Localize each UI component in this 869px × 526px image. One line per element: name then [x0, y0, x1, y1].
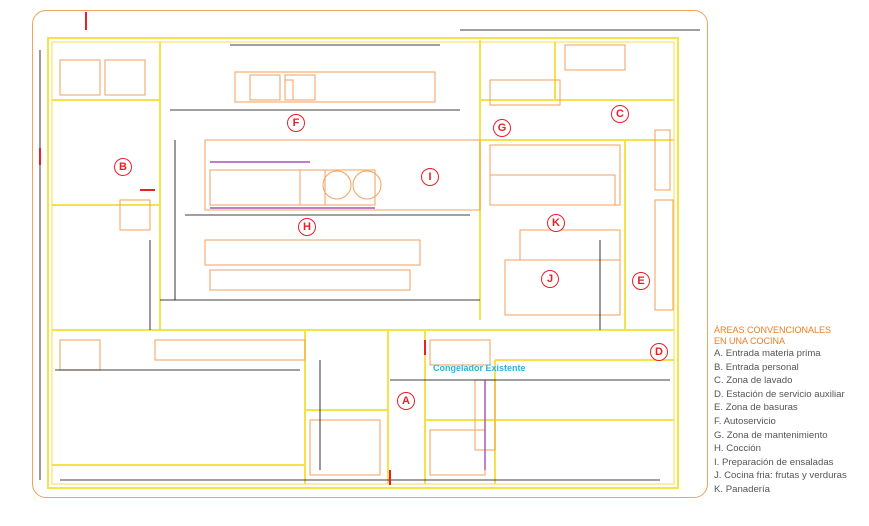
- legend-item: F. Autoservicio: [714, 415, 776, 427]
- marker-d: D: [650, 343, 668, 361]
- room-label-congelador: Congelador Existente: [433, 363, 526, 373]
- legend-item: A. Entrada materia prima: [714, 348, 821, 359]
- legend-item: D. Estación de servicio auxiliar: [714, 388, 845, 400]
- marker-c: C: [611, 105, 629, 123]
- legend-item: C. Zona de lavado: [714, 375, 793, 387]
- equipment: [59, 44, 674, 476]
- marker-e: E: [632, 272, 650, 290]
- marker-h: H: [298, 218, 316, 236]
- legend: ÁREAS CONVENCIONALES EN UNA COCINA A. En…: [714, 325, 869, 497]
- legend-title-line2: EN UNA COCINA: [714, 336, 786, 346]
- legend-item: H. Cocción: [714, 443, 761, 455]
- marker-j: J: [541, 270, 559, 288]
- marker-b: B: [114, 158, 132, 176]
- marker-g: G: [493, 119, 511, 137]
- legend-item: G. Zona de mantenimiento: [714, 429, 828, 441]
- marker-f: F: [287, 114, 305, 132]
- legend-title-line1: ÁREAS CONVENCIONALES: [714, 325, 832, 335]
- legend-item: I. Preparación de ensaladas: [714, 456, 834, 468]
- dimension-lines: [39, 29, 700, 481]
- door-marks: [39, 12, 426, 485]
- marker-k: K: [547, 214, 565, 232]
- legend-item: B. Entrada personal: [714, 361, 799, 373]
- counter-lines: [210, 161, 486, 470]
- marker-i: I: [421, 168, 439, 186]
- legend-item: J. Cocina fria: frutas y verduras: [714, 470, 847, 482]
- legend-item: K. Panadería: [714, 483, 771, 495]
- drawing-frame: [32, 10, 708, 498]
- legend-item: E. Zona de basuras: [714, 402, 798, 414]
- marker-a: A: [397, 392, 415, 410]
